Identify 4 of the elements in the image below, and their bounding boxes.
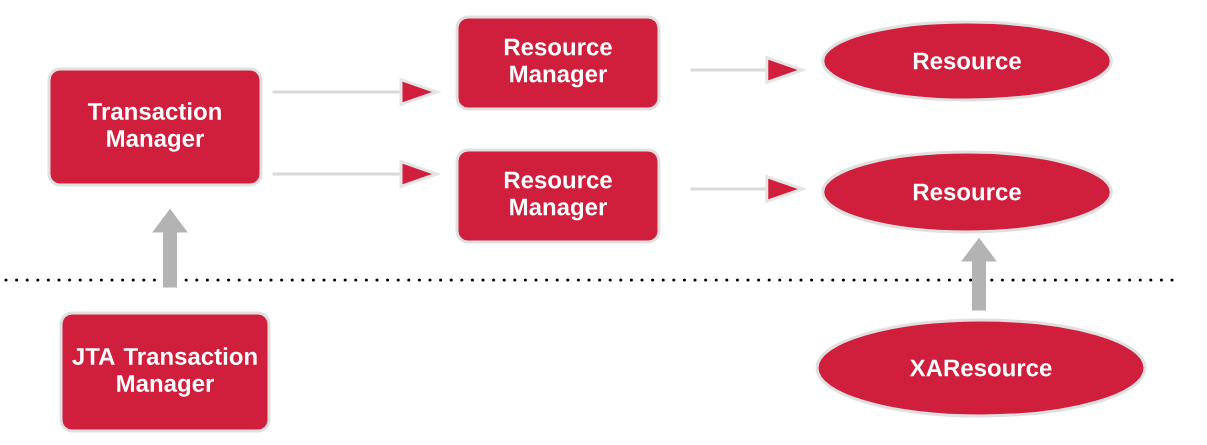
process-box: Resource Manager — [455, 15, 661, 111]
process-box: JTA Transaction Manager — [59, 311, 271, 433]
process-box: Transaction Manager — [47, 67, 263, 187]
process-box: Resource Manager — [455, 148, 661, 244]
